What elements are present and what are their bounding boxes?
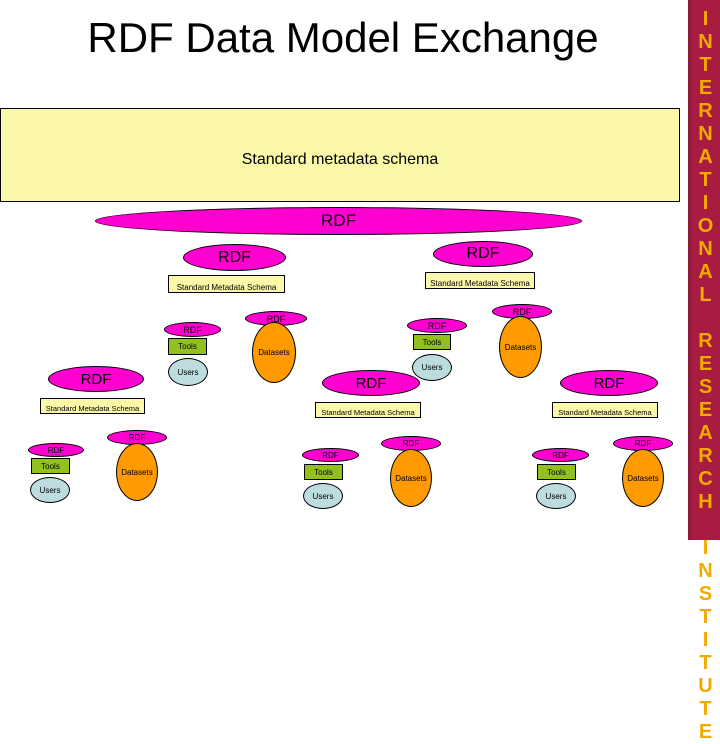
schema-tier3-left-box: Standard Metadata Schema bbox=[40, 398, 145, 414]
rdf-root-label: RDF bbox=[321, 211, 356, 230]
tools-label-4: Tools bbox=[547, 467, 566, 477]
page-title: RDF Data Model Exchange bbox=[87, 14, 599, 61]
tools-box-3: Tools bbox=[304, 464, 343, 480]
rdf-leaf-head-e-label: RDF bbox=[47, 445, 65, 455]
datasets-label-1: Datasets bbox=[504, 342, 537, 352]
rdf-tier3-left-ellipse: RDF bbox=[48, 366, 144, 392]
tools-box-4: Tools bbox=[537, 464, 576, 480]
rdf-leaf-head-b-label: RDF bbox=[266, 313, 286, 324]
rdf-tier3-middle-ellipse: RDF bbox=[322, 370, 420, 396]
rdf-leaf-head-i-ellipse: RDF bbox=[532, 448, 589, 462]
rdf-leaf-head-c-label: RDF bbox=[427, 320, 447, 331]
brand-sidebar: INTERNATIONAL RESEARCH INSTITUTE bbox=[688, 0, 720, 744]
datasets-ellipse-0: Datasets bbox=[252, 322, 296, 383]
rdf-tier2-right-label: RDF bbox=[466, 245, 500, 262]
brand-sidebar-text: INTERNATIONAL RESEARCH INSTITUTE bbox=[694, 8, 717, 744]
datasets-label-2: Datasets bbox=[121, 467, 153, 477]
users-label-3: Users bbox=[312, 491, 334, 501]
users-ellipse-3: Users bbox=[303, 483, 343, 509]
users-ellipse-0: Users bbox=[168, 358, 208, 386]
datasets-ellipse-4: Datasets bbox=[622, 449, 664, 507]
rdf-tier2-left-ellipse: RDF bbox=[183, 244, 286, 271]
rdf-tier3-middle-label: RDF bbox=[355, 374, 387, 392]
schema-tier2-right-box: Standard Metadata Schema bbox=[425, 272, 535, 289]
schema-tier3-right-label: Standard Metadata Schema bbox=[558, 408, 652, 417]
rdf-leaf-head-e-ellipse: RDF bbox=[28, 443, 84, 457]
schema-tier2-left-box: Standard Metadata Schema bbox=[168, 275, 285, 293]
rdf-tier3-right-label: RDF bbox=[593, 374, 625, 392]
tools-label-3: Tools bbox=[314, 467, 333, 477]
schema-tier2-left-label: Standard Metadata Schema bbox=[176, 283, 277, 292]
schema-tier3-left-label: Standard Metadata Schema bbox=[45, 404, 140, 413]
tools-box-2: Tools bbox=[31, 458, 70, 474]
tools-box-0: Tools bbox=[168, 338, 207, 355]
rdf-tier2-right-ellipse: RDF bbox=[433, 241, 533, 267]
standard-metadata-schema-band: Standard metadata schema bbox=[0, 108, 680, 202]
users-label-0: Users bbox=[177, 367, 199, 377]
rdf-leaf-head-g-label: RDF bbox=[322, 450, 339, 460]
users-label-1: Users bbox=[421, 363, 443, 372]
users-ellipse-4: Users bbox=[536, 483, 576, 509]
rdf-tier2-left-label: RDF bbox=[218, 248, 251, 266]
standard-metadata-schema-label: Standard metadata schema bbox=[241, 151, 439, 168]
rdf-leaf-head-f-label: RDF bbox=[128, 433, 146, 442]
tools-box-1: Tools bbox=[413, 334, 451, 350]
schema-tier3-right-box: Standard Metadata Schema bbox=[552, 402, 658, 418]
datasets-ellipse-1: Datasets bbox=[499, 316, 542, 378]
rdf-leaf-head-a-label: RDF bbox=[183, 324, 202, 335]
users-ellipse-1: Users bbox=[412, 354, 452, 381]
schema-tier2-right-label: Standard Metadata Schema bbox=[430, 279, 530, 288]
datasets-ellipse-3: Datasets bbox=[390, 449, 432, 507]
rdf-leaf-head-h-label: RDF bbox=[402, 439, 420, 448]
datasets-label-0: Datasets bbox=[258, 348, 290, 357]
schema-tier3-middle-box: Standard Metadata Schema bbox=[315, 402, 421, 418]
rdf-leaf-head-g-ellipse: RDF bbox=[302, 448, 359, 462]
rdf-leaf-head-j-label: RDF bbox=[634, 439, 652, 448]
rdf-leaf-head-d-label: RDF bbox=[512, 306, 532, 317]
rdf-leaf-head-c-ellipse: RDF bbox=[407, 318, 467, 333]
users-ellipse-2: Users bbox=[30, 477, 70, 503]
rdf-leaf-head-i-label: RDF bbox=[552, 450, 569, 460]
rdf-leaf-head-a-ellipse: RDF bbox=[164, 322, 221, 337]
schema-tier3-middle-label: Standard Metadata Schema bbox=[321, 408, 415, 417]
users-label-2: Users bbox=[39, 485, 61, 495]
users-label-4: Users bbox=[545, 491, 567, 501]
datasets-label-3: Datasets bbox=[395, 473, 427, 483]
tools-label-0: Tools bbox=[178, 342, 197, 351]
tools-label-2: Tools bbox=[41, 461, 60, 471]
datasets-ellipse-2: Datasets bbox=[116, 443, 158, 501]
rdf-tier3-left-label: RDF bbox=[80, 370, 112, 388]
tools-label-1: Tools bbox=[422, 337, 442, 347]
rdf-tier3-right-ellipse: RDF bbox=[560, 370, 658, 396]
rdf-root-ellipse: RDF bbox=[95, 207, 582, 235]
datasets-label-4: Datasets bbox=[627, 473, 659, 483]
